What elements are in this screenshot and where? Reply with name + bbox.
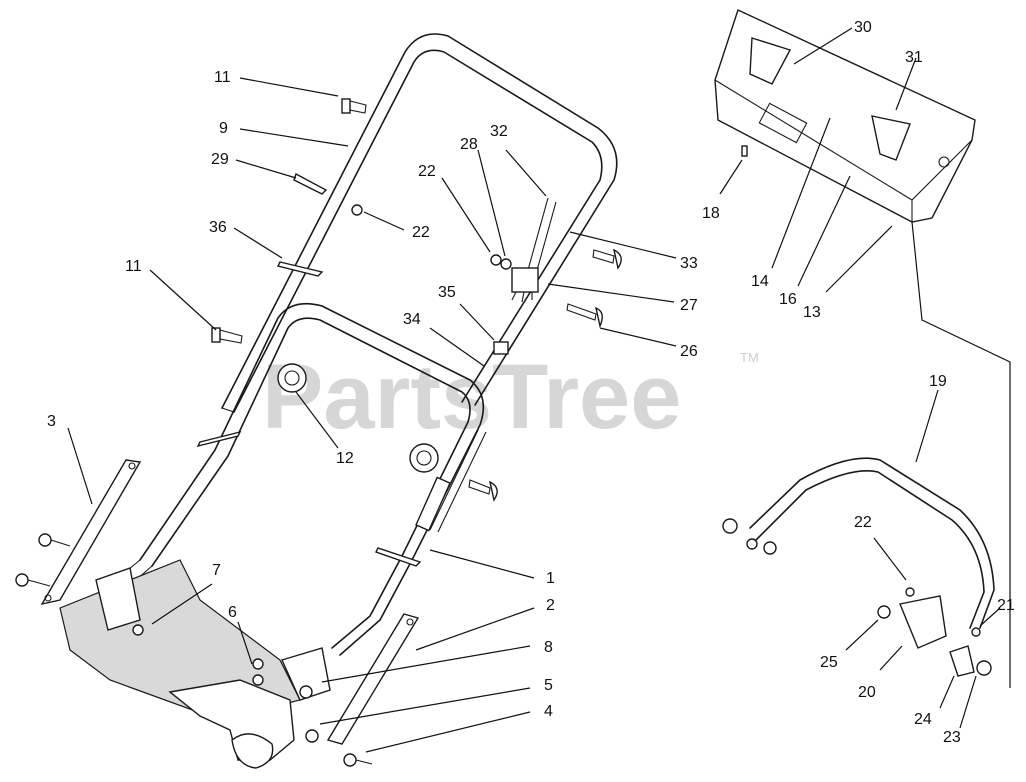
cable-connector [511, 197, 557, 303]
watermark-text: PartsTree [262, 346, 681, 448]
washer-28 [500, 258, 512, 270]
callout-34: 34 [403, 311, 421, 328]
callout-27: 27 [680, 297, 698, 314]
watermark-trademark: TM [740, 350, 759, 365]
deck-hardware [132, 624, 373, 767]
callout-3: 3 [47, 413, 56, 430]
callout-22-connector: 22 [418, 163, 436, 180]
bracket-35 [493, 341, 509, 355]
bail-connector-line [911, 221, 1011, 688]
bolt-11-top [341, 98, 367, 114]
callout-11-left: 11 [125, 258, 142, 275]
mower-deck [59, 559, 331, 769]
callout-21: 21 [997, 597, 1015, 614]
screw-18 [741, 145, 748, 157]
callout-1: 1 [546, 570, 555, 587]
callout-31: 31 [905, 49, 923, 66]
callout-28: 28 [460, 136, 478, 153]
callout-13: 13 [803, 304, 821, 321]
nut-22b [490, 254, 502, 266]
bolt-33 [592, 248, 622, 270]
callout-8: 8 [544, 639, 553, 656]
handle-spacers [196, 261, 422, 567]
left-bolts [15, 533, 71, 587]
callout-33: 33 [680, 255, 698, 272]
callout-labels: 11 9 29 22 36 11 3 12 7 6 28 32 22 33 27… [47, 19, 1015, 746]
callout-11: 11 [214, 69, 231, 86]
callout-24: 24 [914, 711, 932, 728]
bolt-26 [566, 303, 603, 329]
upper-handle [221, 33, 618, 413]
control-box [714, 9, 976, 223]
callout-4: 4 [544, 703, 553, 720]
cable [429, 429, 487, 533]
callout-5: 5 [544, 677, 553, 694]
bail-hardware [722, 518, 992, 677]
leader-lines [67, 27, 1001, 753]
callout-22-bail: 22 [854, 514, 872, 531]
bracket-3 [40, 459, 142, 606]
callout-32: 32 [490, 123, 508, 140]
callout-16: 16 [779, 291, 797, 308]
callout-9: 9 [219, 120, 228, 137]
callout-29: 29 [211, 151, 229, 168]
callout-35: 35 [438, 284, 456, 301]
callout-25: 25 [820, 654, 838, 671]
callout-30: 30 [854, 19, 872, 36]
bolt-middle [468, 479, 498, 502]
bail-19 [749, 457, 995, 629]
bolt-11-left [211, 327, 243, 344]
callout-2: 2 [546, 597, 555, 614]
bracket-2 [326, 613, 420, 745]
callout-20: 20 [858, 684, 876, 701]
callout-14: 14 [751, 273, 769, 290]
nut-22 [351, 204, 363, 216]
callout-18: 18 [702, 205, 720, 222]
callout-22: 22 [412, 224, 430, 241]
callout-7: 7 [212, 562, 221, 579]
callout-12: 12 [336, 450, 354, 467]
callout-19: 19 [929, 373, 947, 390]
clip-29 [293, 172, 328, 195]
cable-sleeve [415, 476, 451, 532]
callout-36: 36 [209, 219, 227, 236]
callout-23: 23 [943, 729, 961, 746]
callout-6: 6 [228, 604, 237, 621]
callout-26: 26 [680, 343, 698, 360]
knob-12 [277, 363, 439, 473]
